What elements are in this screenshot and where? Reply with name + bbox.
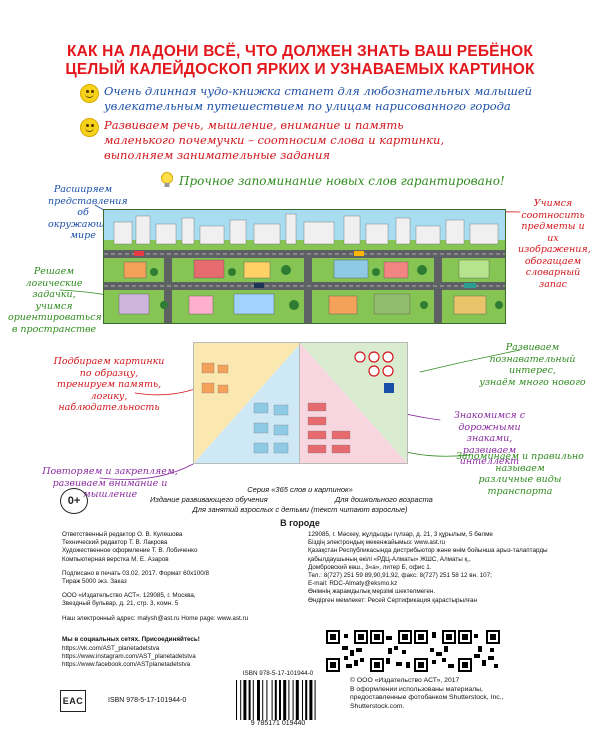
vk-link[interactable]: https://vk.com/AST_planetadetstva <box>62 645 160 652</box>
sample-spread-left <box>193 342 302 464</box>
guarantee-text: Прочное запоминание новых слов гарантиро… <box>179 174 505 188</box>
city-panorama-illustration <box>103 209 506 324</box>
barcode-isbn: ISBN 978-5-17-101944-0 <box>242 670 314 677</box>
smiley-icon <box>80 84 99 103</box>
bullet-2-line-3: выполняем занимательные задания <box>104 148 330 162</box>
series-line: Серия «365 слов и картинок» <box>247 485 353 494</box>
qr-code-icon <box>370 630 412 672</box>
social-links: https://vk.com/AST_planetadetstva https:… <box>62 645 196 670</box>
bullet-1-line-2: увлекательным путешествием по улицам нар… <box>104 99 511 113</box>
barcode-digits: 9 785171 019440 <box>250 720 306 727</box>
facebook-link[interactable]: https://www.facebook.com/ASTplanetadetst… <box>62 661 191 669</box>
bullet-2-line-1: Развиваем речь, мышление, внимание и пам… <box>104 118 404 132</box>
bullet-2-line-2: маленького почемучки – соотносим слова и… <box>104 133 445 147</box>
age-group: Для дошкольного возраста <box>335 495 433 504</box>
reading-note: Для занятий взрослых с детьми (текст чит… <box>192 505 408 514</box>
isbn-bottom: ISBN 978-5-17-101944-0 <box>108 697 187 704</box>
age-rating-badge: 0+ <box>60 488 88 514</box>
instagram-link[interactable]: https://www.instagram.com/AST_planetadet… <box>62 653 196 661</box>
header-line-1: КАК НА ЛАДОНИ ВСЁ, ЧТО ДОЛЖЕН ЗНАТЬ ВАШ … <box>66 43 534 60</box>
barcode-icon <box>233 679 323 721</box>
sample-spread-right <box>299 342 408 464</box>
edition-type: Издание развивающего обучения <box>150 495 268 504</box>
eac-mark-icon: EAC <box>60 690 86 712</box>
smiley-icon <box>80 118 99 137</box>
book-title: В городе <box>280 518 320 528</box>
header-line-2: ЦЕЛЫЙ КАЛЕЙДОСКОП ЯРКИХ И УЗНАВАЕМЫХ КАР… <box>65 61 535 78</box>
bullet-1-line-1: Очень длинная чудо-книжка станет для люб… <box>104 84 533 98</box>
qr-code-icon <box>326 630 368 672</box>
lightbulb-icon <box>161 172 173 187</box>
qr-code-icon <box>414 630 456 672</box>
social-title: Мы в социальных сетях. Присоединяйтесь! <box>62 636 200 643</box>
annotation-8: Повторяем и закрепляем,развиваем внимани… <box>42 466 178 500</box>
qr-code-icon <box>458 630 500 672</box>
credits-right: 129085, г. Мәскеу, жұлдызды гүлзар, д. 2… <box>308 531 548 604</box>
